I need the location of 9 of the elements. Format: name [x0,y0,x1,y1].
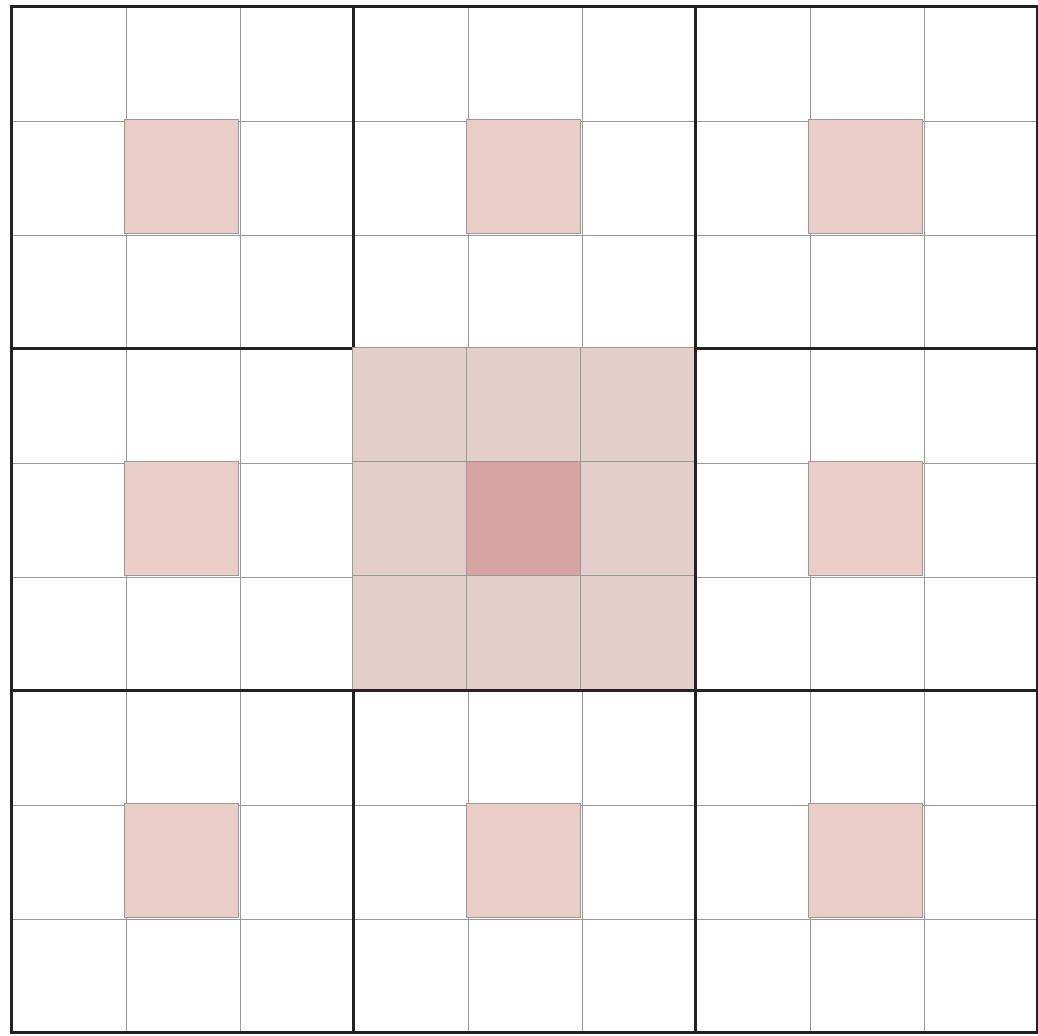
grid-block [694,5,1038,350]
grid-block [10,5,355,350]
grid-block [352,689,697,1034]
grid-block [10,689,355,1034]
grid-block [694,689,1038,1034]
grid-block [352,5,697,350]
grid-block [694,347,1038,692]
grid-block [352,347,697,692]
grid-block [10,347,355,692]
